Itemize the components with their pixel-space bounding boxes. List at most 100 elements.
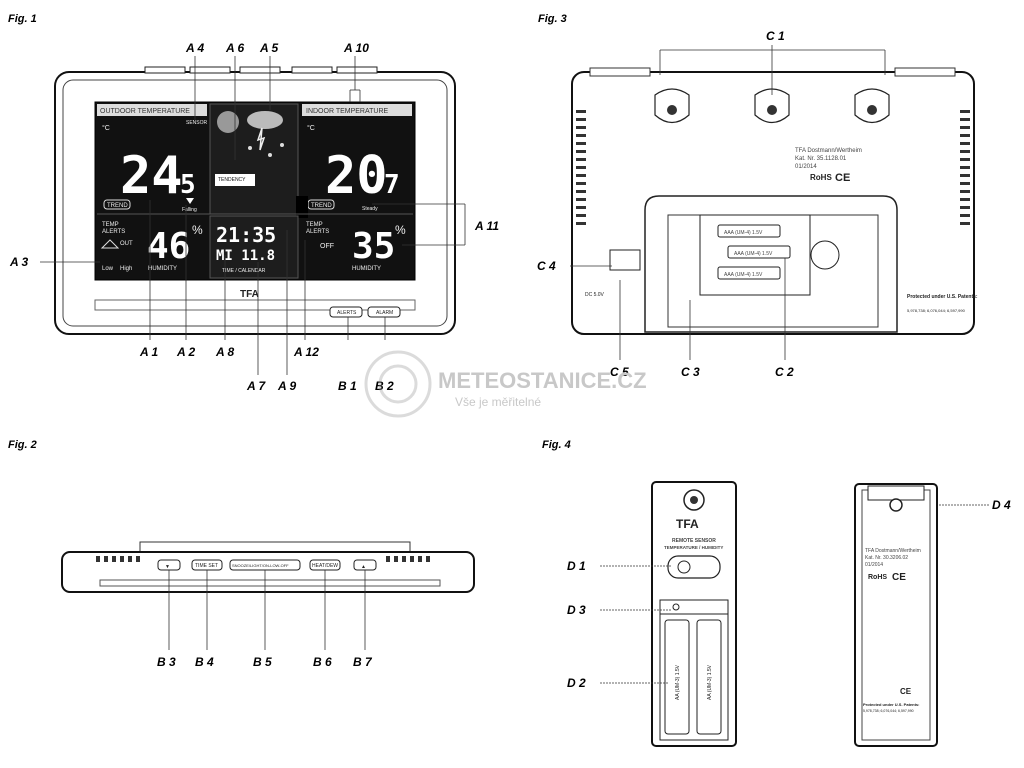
callout-d4: D 4: [992, 498, 1011, 512]
dc-socket-area: [609, 249, 641, 271]
top-button-4: [291, 66, 333, 74]
battery-cells: [717, 224, 791, 280]
sensor-battery-1-label: AA (UM-3) 1.5V: [675, 664, 681, 700]
sensor-back-screw-icon: [889, 498, 903, 512]
falling-arrow-icon: [186, 198, 194, 204]
callout-a11: A 11: [474, 219, 499, 233]
back-vent-slots: [576, 110, 970, 225]
callout-a6: A 6: [225, 41, 245, 55]
fig4-title: Fig. 4: [542, 439, 571, 451]
alerts-button[interactable]: [329, 306, 363, 318]
callout-c1: C 1: [766, 29, 785, 43]
callout-a9: A 9: [277, 379, 297, 393]
back-top-vent-right: [894, 67, 956, 77]
side-top-edge: [139, 541, 411, 553]
back-patent-title: Protected under U.S. Patents:: [907, 294, 978, 300]
falling-label: Falling: [182, 207, 197, 213]
stand-hinge-icon: [810, 240, 840, 270]
back-kat: Kat. Nr. 35.1128.01: [795, 156, 847, 162]
outdoor-trend: TREND: [107, 203, 128, 209]
callout-b5: B 5: [253, 655, 272, 669]
callout-d1: D 1: [567, 559, 586, 573]
mount-hole-2-icon: [767, 105, 777, 115]
tendency-box: [215, 174, 255, 186]
snow-icon-2: [268, 153, 272, 157]
back-top-vent-left: [589, 67, 651, 77]
callout-a3: A 3: [9, 255, 29, 269]
brand-logo: TFA: [240, 289, 259, 300]
side-base-strip: [99, 579, 441, 587]
callout-c4: C 4: [537, 259, 556, 273]
sensor-battery-2: [696, 619, 722, 735]
watermark-logo-icon: [364, 350, 432, 418]
callout-a2: A 2: [176, 345, 196, 359]
callout-a8: A 8: [215, 345, 235, 359]
indoor-unit: °C: [307, 124, 315, 132]
callout-b4: B 4: [195, 655, 214, 669]
callout-c2: C 2: [775, 365, 794, 379]
station-bezel: [62, 79, 448, 327]
outdoor-temp-decimal: 5: [180, 170, 196, 200]
sensor-led-icon: [672, 603, 680, 611]
sun-icon: [217, 111, 239, 133]
tendency-label: TENDENCY: [218, 177, 246, 183]
down-button-label: ▼: [165, 564, 170, 570]
sensor-back-patent-title: Protected under U.S. Patents:: [863, 702, 919, 707]
callout-a1: A 1: [139, 345, 159, 359]
callout-a4: A 4: [185, 41, 205, 55]
battery-1-label: AAA (UM-4) 1.5V: [724, 230, 763, 236]
cloud-icon: [247, 111, 283, 129]
top-button-3: [239, 66, 281, 74]
humidity-out-value: 46: [147, 226, 190, 267]
sensor-back-maker: TFA Dostmann/Wertheim: [865, 548, 921, 554]
fig1-title: Fig. 1: [8, 13, 37, 25]
date-value: MI 11.8: [216, 248, 275, 264]
fig3-leader-lines: [570, 45, 886, 360]
outdoor-trend-box: [103, 199, 131, 210]
fig2-title: Fig. 2: [8, 439, 37, 451]
sensor-back-patent-nums: 5,978,738; 6,076,044; 6,597,990: [863, 709, 914, 713]
steady-label: Steady: [362, 206, 378, 212]
heat-dew-label: HEAT/DEW: [312, 563, 338, 569]
battery-3-label: AAA (UM-4) 1.5V: [724, 272, 763, 278]
sensor-battery-2-label: AA (UM-3) 1.5V: [707, 664, 713, 700]
humidity-out-percent: %: [192, 223, 203, 237]
callout-a7: A 7: [246, 379, 267, 393]
back-rohs: RoHS: [810, 173, 832, 182]
sensor-battery-1: [664, 619, 690, 735]
sensor-hang-hole-center: [690, 496, 698, 504]
temp-alerts-label-in: TEMP: [306, 222, 323, 228]
back-maker: TFA Dostmann/Wertheim: [795, 148, 862, 154]
callout-a5: A 5: [259, 41, 279, 55]
callout-b2: B 2: [375, 379, 394, 393]
sensor-back-kat: Kat. Nr. 30.3206.02: [865, 555, 908, 561]
time-set-label: TIME SET: [195, 563, 218, 569]
snooze-label: SNOOZE/LIGHT/ON-LOW-OFF: [232, 563, 289, 568]
alarm-button[interactable]: [367, 306, 401, 318]
callout-b3: B 3: [157, 655, 176, 669]
battery-2-label: AAA (UM-4) 1.5V: [734, 251, 773, 257]
humidity-in-value: 35: [352, 226, 395, 267]
sensor-back-ce-2: CE: [900, 687, 912, 696]
sensor-lens-icon: [677, 560, 691, 574]
humidity-out-label: HUMIDITY: [148, 266, 177, 272]
back-patent-nums: 5,978,738; 6,076,044; 6,597,990: [907, 308, 966, 313]
sensor-remote-label: REMOTE SENSOR: [672, 538, 716, 544]
back-date: 01/2014: [795, 164, 817, 170]
high-label: High: [120, 266, 132, 272]
up-button-label: ▲: [361, 564, 366, 570]
callout-c3: C 3: [681, 365, 700, 379]
top-button-2: [189, 66, 231, 74]
alerts-label-in: ALERTS: [306, 229, 329, 235]
mount-hole-3-icon: [867, 105, 877, 115]
alarm-button-label: ALARM: [376, 310, 393, 316]
sensor-temp-hum-label: TEMPERATURE / HUMIDITY: [664, 545, 723, 550]
indoor-temp-main: 20: [325, 146, 388, 206]
callout-d2: D 2: [567, 676, 586, 690]
humidity-in-percent: %: [395, 223, 406, 237]
sensor-back-clip: [867, 485, 925, 501]
housing-base: [94, 299, 416, 311]
indoor-title: INDOOR TEMPERATURE: [306, 108, 389, 115]
side-vents: [96, 556, 430, 562]
